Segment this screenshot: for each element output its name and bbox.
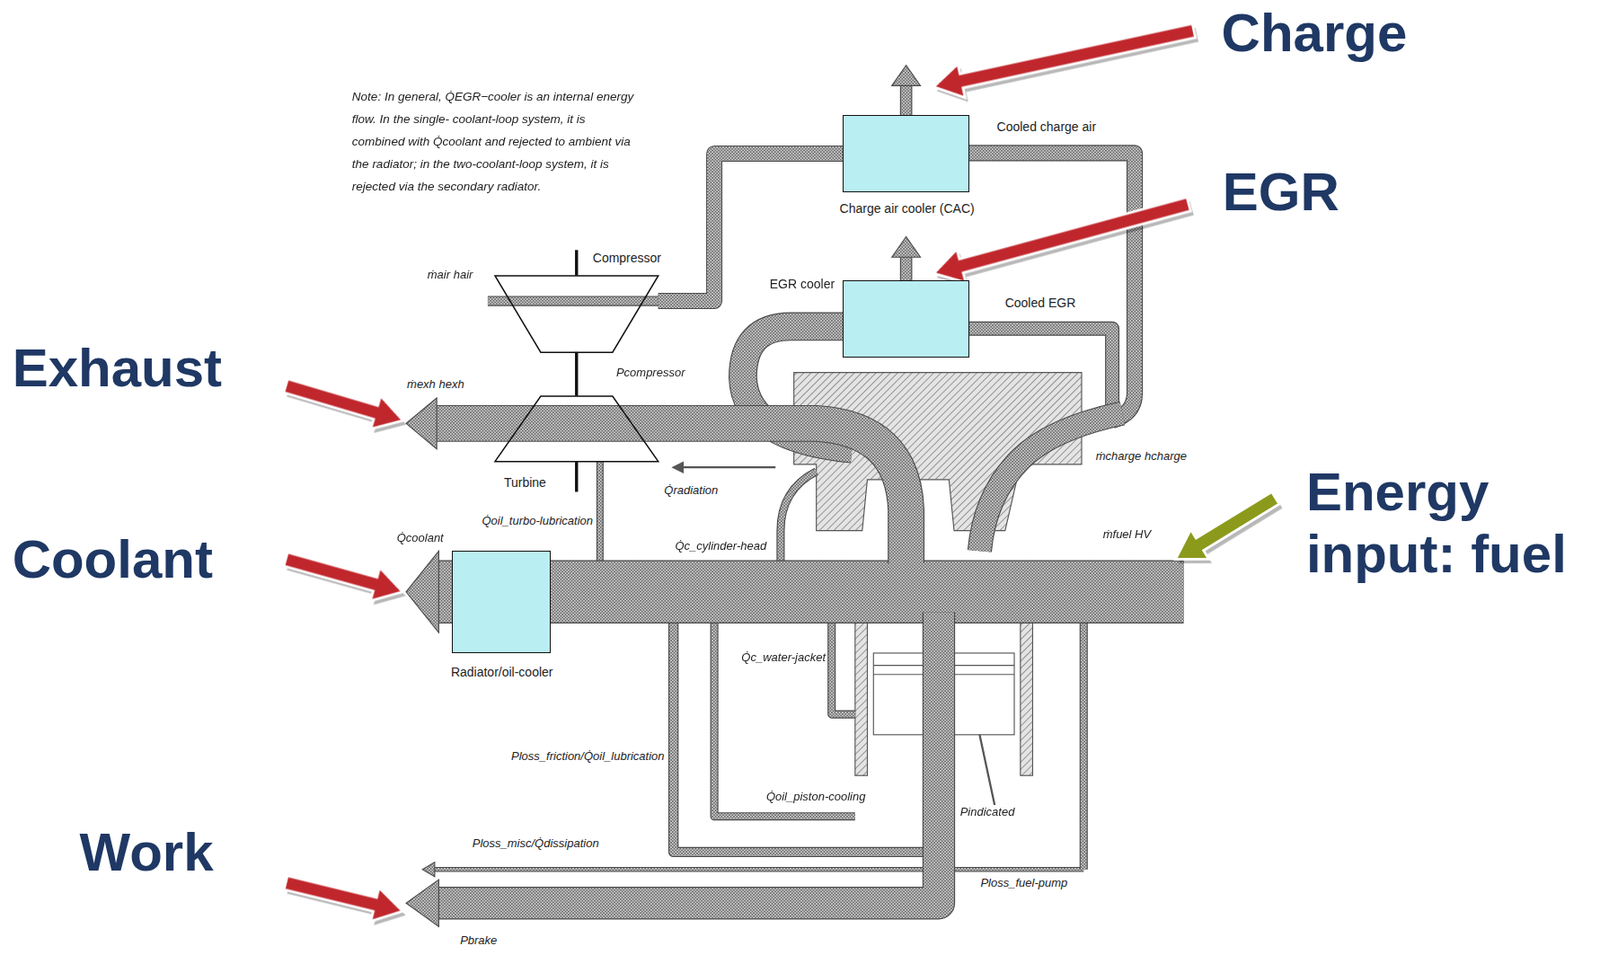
flow-outline (900, 83, 913, 115)
cylinder-wall (855, 622, 868, 776)
turbo-shaft (574, 249, 578, 275)
flow-band (901, 83, 911, 115)
radiator-box: Radiator/oil-cooler (451, 550, 551, 654)
flow-band (714, 620, 856, 817)
component-label: Compressor (592, 250, 663, 267)
pointer-label: Exhaust (12, 336, 222, 399)
connecting-rod (979, 734, 995, 807)
flow-outline (436, 612, 939, 904)
flow-arrowhead (422, 862, 435, 877)
flow-band (433, 867, 1085, 871)
flow-symbol: Pbrake (459, 933, 498, 948)
cooler-box: EGR cooler (842, 280, 970, 357)
flow-outline (714, 620, 856, 817)
pointer-label: Energy input: fuel (1306, 460, 1590, 585)
pointer-label: EGR (1222, 160, 1340, 223)
flow-band (979, 413, 1123, 551)
pointer-label: Charge (1221, 1, 1408, 64)
trapezoid-outline (495, 275, 659, 353)
flow-symbol: Q̇c_water-jacket (740, 650, 827, 665)
component-label: Turbine (503, 475, 548, 492)
flow-outline (900, 255, 913, 281)
flow-outline (969, 328, 1113, 409)
flow-arrowhead (892, 237, 921, 258)
flow-arrowhead (892, 65, 921, 87)
flow-symbol: ṁair hair (426, 267, 475, 283)
flow-band (969, 152, 1135, 421)
flow-symbol: Q̇coolant (396, 530, 445, 546)
component-label: EGR cooler (769, 276, 836, 293)
flow-outline (831, 620, 856, 715)
flow-band (780, 471, 817, 564)
flow-symbol: Q̇c_cylinder-head (673, 539, 768, 554)
pointer-arrow (929, 13, 1198, 104)
flow-symbol: Pindicated (959, 804, 1017, 820)
component-label: Charge air cooler (CAC) (839, 201, 976, 218)
flow-arrowhead (406, 397, 437, 450)
flow-outline (487, 295, 663, 306)
flow-outline (1079, 620, 1088, 870)
flow-symbol: Ploss_misc/Q̇dissipation (471, 836, 601, 851)
flow-band (969, 328, 1113, 409)
flow-outline (673, 620, 924, 853)
trapezoid-outline (495, 275, 659, 353)
flow-outline (780, 471, 817, 564)
trapezoid-outline (495, 396, 659, 462)
flow-band (433, 423, 907, 564)
flow-symbol: Q̇oil_piston-cooling (765, 789, 867, 805)
flow-symbol: ṁfuel HV (1102, 527, 1152, 542)
flow-symbol: Ploss_friction/Q̇oil_lubrication (510, 749, 666, 764)
flow-band (831, 620, 856, 715)
note-text: Note: In general, Q̇EGR−cooler is an int… (352, 85, 640, 198)
flow-symbol: Ploss_fuel-pump (979, 875, 1069, 891)
flow-band (597, 460, 603, 564)
flow-outline (433, 423, 907, 564)
turbo-shaft (574, 460, 578, 492)
cylinder-wall (1020, 622, 1034, 776)
flow-band (1080, 620, 1088, 870)
component-label: Radiator/oil-cooler (450, 664, 555, 681)
pointer-arrow (281, 542, 408, 610)
charge-air-band (658, 153, 844, 301)
flow-arrowhead (406, 879, 439, 927)
pointer-label: Work (79, 821, 214, 884)
turbine-symbol: Turbine (495, 396, 659, 462)
flow-outline (596, 460, 604, 564)
flow-band (436, 612, 939, 904)
flow-label: Cooled EGR (1004, 295, 1078, 312)
flow-arrowhead (406, 550, 439, 633)
flow-outline (433, 866, 1085, 873)
pointer-label: Coolant (12, 528, 213, 591)
pointer-arrow (1166, 483, 1285, 575)
pointer-arrow (281, 866, 407, 929)
flow-symbol: ṁexh hexh (406, 377, 466, 392)
flow-outline (658, 153, 844, 301)
flow-label: Cooled charge air (996, 119, 1098, 136)
flow-symbol: Q̇oil_turbo-lubrication (480, 513, 594, 529)
flow-symbol: Q̇radiation (662, 483, 719, 498)
flow-band (673, 620, 924, 853)
cooler-box: Charge air cooler (CAC) (842, 114, 970, 192)
trapezoid-outline (495, 396, 659, 462)
flow-band (487, 297, 663, 306)
pointer-arrow (281, 369, 409, 438)
radiation-arrow (681, 466, 776, 469)
turbo-shaft (574, 352, 578, 397)
compressor-symbol: Compressor (495, 275, 659, 353)
flow-outline (969, 152, 1135, 421)
radiation-arrowhead (671, 460, 684, 474)
flow-symbol: Pcompressor (615, 365, 687, 381)
flow-outline (979, 413, 1123, 551)
flow-symbol: ṁcharge hcharge (1095, 449, 1188, 464)
flow-band (901, 255, 911, 281)
